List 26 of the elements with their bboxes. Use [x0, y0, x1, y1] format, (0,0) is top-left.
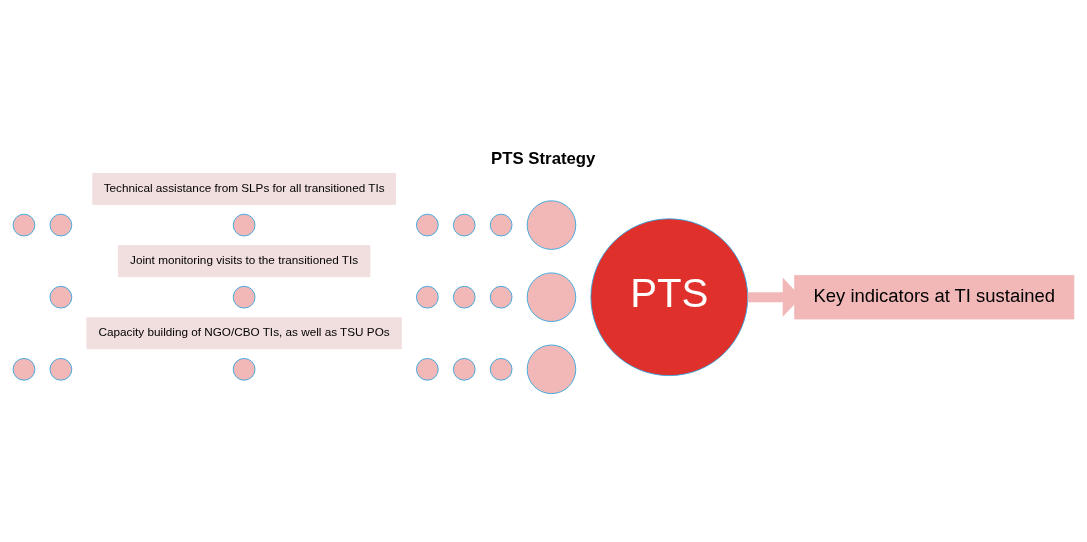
node-circle: [416, 213, 439, 237]
node-circle: [12, 213, 36, 237]
node-circle: [452, 213, 476, 237]
node-circle: [416, 285, 439, 309]
node-circle: [232, 285, 256, 309]
node-circle: [12, 358, 36, 381]
node-circle: [49, 213, 73, 237]
node-circle: [416, 358, 439, 381]
node-circle: [232, 213, 256, 237]
node-box: Technical assistance from SLPs for all transitioned TIs: [92, 173, 396, 205]
node-box: Key indicators at TI sustained: [794, 274, 1075, 320]
node-circle: [489, 213, 513, 237]
node-circle: [489, 358, 513, 381]
node-circle: [49, 285, 73, 309]
node-circle: [49, 358, 73, 381]
node-circle: [232, 358, 256, 381]
node-circle: [526, 200, 577, 250]
node-box: Capacity building of NGO/CBO TIs, as well as TSU POs: [86, 317, 402, 350]
diagram-title: PTS Strategy: [491, 149, 596, 169]
node-circle: PTS: [590, 218, 749, 377]
node-circle: [489, 285, 513, 309]
node-circle: [526, 344, 577, 395]
node-circle: [452, 358, 476, 381]
node-circle: [452, 285, 476, 309]
node-circle: [526, 272, 577, 322]
node-box: Joint monitoring visits to the transitioned TIs: [117, 245, 371, 278]
